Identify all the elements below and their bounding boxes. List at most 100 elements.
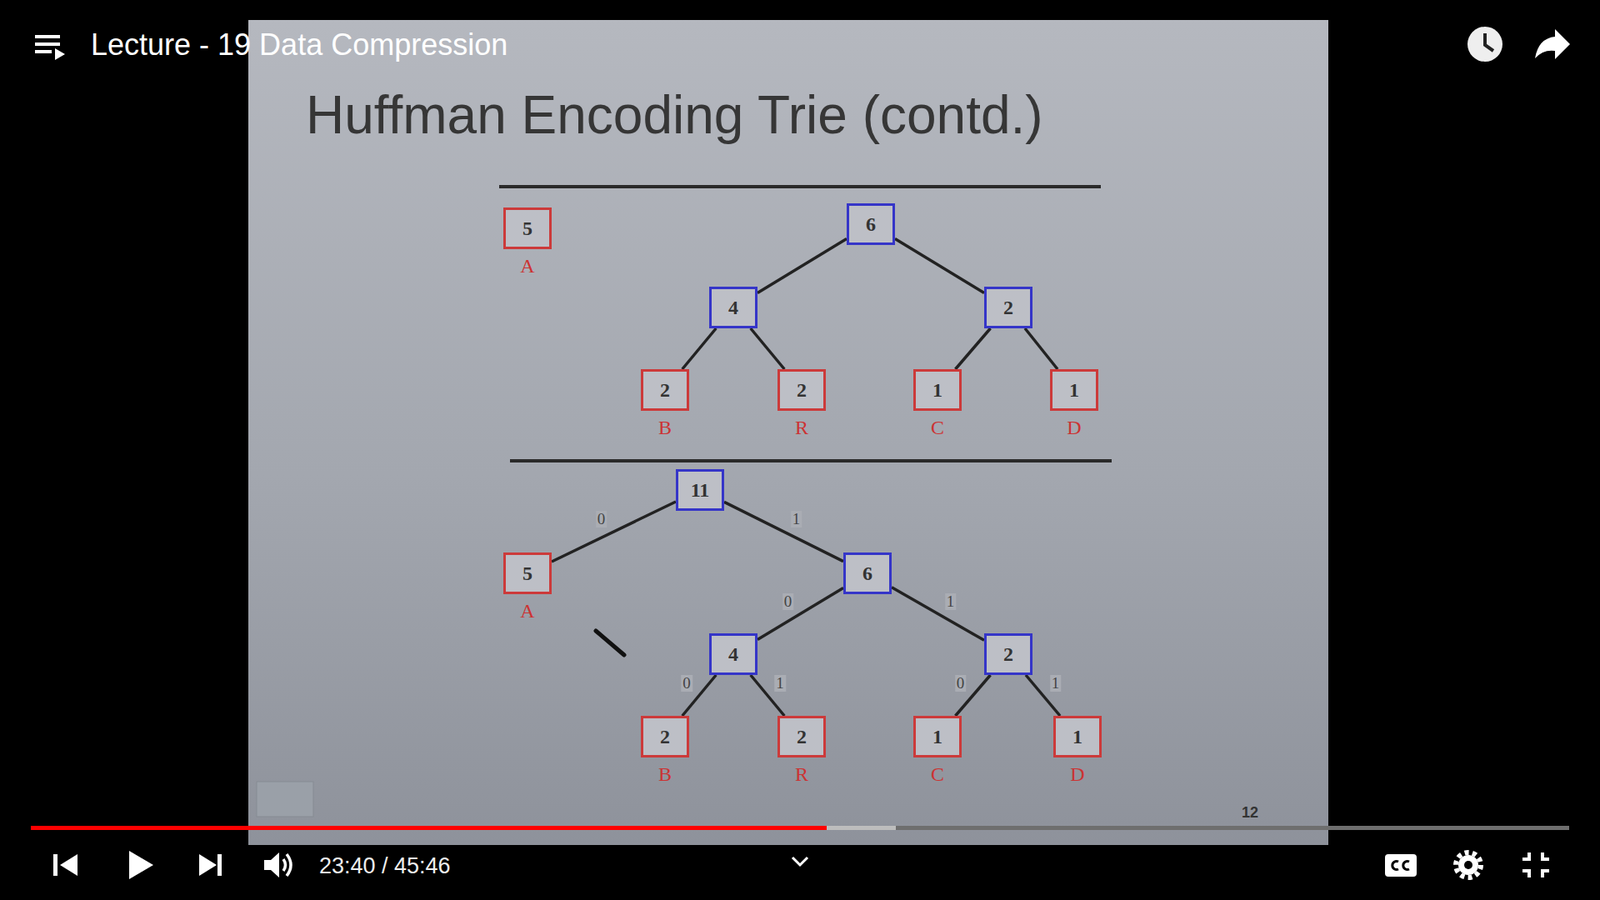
weight-number: 1 bbox=[932, 378, 943, 402]
symbol-label: R bbox=[795, 762, 809, 786]
tree-node: 2R bbox=[777, 369, 826, 411]
progress-buffer bbox=[826, 825, 896, 830]
weight-number: 2 bbox=[796, 725, 807, 749]
separator-line bbox=[499, 185, 1101, 189]
weight-number: 11 bbox=[690, 478, 710, 502]
leaf-box: 1 bbox=[1053, 715, 1102, 758]
progress-track bbox=[30, 825, 1570, 830]
leaf-box: 1 bbox=[913, 715, 962, 758]
trie-edge bbox=[955, 675, 990, 716]
leaf-box: 5 bbox=[503, 207, 552, 250]
symbol-label: B bbox=[658, 762, 672, 786]
chevron-icon bbox=[792, 857, 808, 865]
bit-label: 1 bbox=[1050, 675, 1062, 692]
symbol-label: D bbox=[1070, 762, 1085, 786]
weight-number: 2 bbox=[1003, 642, 1014, 666]
tree-node: 5A bbox=[503, 552, 552, 595]
bit-label: 1 bbox=[790, 510, 803, 528]
leaf-box: 2 bbox=[640, 369, 690, 411]
tree-node: 1C bbox=[913, 715, 962, 758]
internal-box: 6 bbox=[843, 552, 892, 595]
trie-edge bbox=[551, 501, 676, 562]
time-display: 23:40 / 45:46 bbox=[319, 852, 451, 880]
trie-edge bbox=[895, 239, 985, 294]
bit-label: 0 bbox=[595, 510, 608, 528]
video-title: Lecture - 19 Data Compression bbox=[90, 28, 508, 62]
leaf-box: 2 bbox=[777, 369, 826, 411]
trie-edge bbox=[1025, 328, 1058, 370]
tree-node: 1D bbox=[1050, 369, 1099, 411]
tree-node: 1C bbox=[913, 369, 962, 411]
symbol-label: D bbox=[1066, 415, 1081, 440]
symbol-label: A bbox=[520, 599, 535, 623]
internal-box: 2 bbox=[984, 286, 1033, 329]
symbol-label: B bbox=[658, 415, 672, 440]
internal-box: 4 bbox=[709, 633, 758, 675]
leaf-box: 5 bbox=[503, 552, 552, 595]
symbol-label: A bbox=[520, 254, 535, 278]
tree-node: 2B bbox=[640, 715, 690, 758]
internal-box: 11 bbox=[675, 469, 725, 511]
settings-icon bbox=[1455, 852, 1481, 878]
trie-edge bbox=[955, 328, 990, 370]
slide-title: Huffman Encoding Trie (contd.) bbox=[305, 83, 1044, 147]
bit-label: 1 bbox=[774, 675, 786, 692]
weight-number: 2 bbox=[796, 378, 807, 402]
trie-edge bbox=[757, 239, 847, 294]
symbol-label: C bbox=[930, 415, 945, 440]
tree-node: 2 bbox=[984, 286, 1033, 329]
tree-node: 1D bbox=[1053, 715, 1102, 758]
slide-logo bbox=[256, 781, 314, 817]
weight-number: 1 bbox=[932, 725, 943, 749]
bit-label: 1 bbox=[945, 593, 957, 610]
tree-node: 2 bbox=[984, 633, 1033, 675]
leaf-box: 1 bbox=[913, 369, 962, 411]
symbol-label: R bbox=[795, 415, 809, 440]
weight-number: 5 bbox=[522, 561, 533, 585]
weight-number: 6 bbox=[862, 561, 873, 585]
tree-node: 6 bbox=[843, 552, 892, 595]
tree-node: 4 bbox=[709, 286, 758, 329]
tree-node: 4 bbox=[709, 633, 758, 675]
bit-label: 0 bbox=[955, 675, 967, 692]
trie-edge bbox=[750, 328, 785, 370]
tree-node: 2B bbox=[640, 369, 690, 411]
captions-icon bbox=[1385, 854, 1417, 877]
weight-number: 4 bbox=[728, 642, 739, 666]
weight-number: 4 bbox=[728, 295, 739, 320]
weight-number: 1 bbox=[1069, 378, 1080, 402]
pointer-mark bbox=[595, 630, 625, 655]
weight-number: 1 bbox=[1072, 725, 1083, 749]
progress-played bbox=[30, 825, 827, 830]
weight-number: 2 bbox=[660, 725, 670, 749]
internal-box: 6 bbox=[846, 203, 895, 245]
leaf-box: 2 bbox=[777, 715, 826, 758]
trie-edge bbox=[682, 328, 717, 370]
trie-edge bbox=[724, 501, 844, 561]
tree-node: 5A bbox=[503, 207, 552, 250]
weight-number: 6 bbox=[865, 212, 876, 236]
exit-fullscreen-icon bbox=[1522, 852, 1550, 878]
bit-label: 0 bbox=[680, 675, 693, 692]
watch-later-icon bbox=[1467, 26, 1503, 62]
weight-number: 5 bbox=[522, 216, 533, 240]
leaf-box: 1 bbox=[1050, 369, 1099, 411]
tree-node: 2R bbox=[777, 715, 826, 758]
separator-line bbox=[510, 459, 1112, 463]
internal-box: 4 bbox=[709, 286, 758, 329]
tree-node: 11 bbox=[675, 469, 725, 511]
prev-icon bbox=[53, 854, 78, 876]
weight-number: 2 bbox=[660, 378, 670, 402]
slide-number: 12 bbox=[1241, 803, 1259, 822]
volume-icon bbox=[264, 852, 291, 878]
internal-box: 2 bbox=[984, 633, 1033, 675]
next-icon bbox=[199, 854, 222, 876]
leaf-box: 2 bbox=[640, 715, 690, 758]
bit-label: 0 bbox=[782, 593, 795, 610]
trie-edge bbox=[757, 587, 844, 640]
symbol-label: C bbox=[930, 762, 945, 786]
play-icon bbox=[129, 850, 154, 880]
playlist-icon bbox=[35, 35, 65, 60]
weight-number: 2 bbox=[1003, 295, 1014, 320]
